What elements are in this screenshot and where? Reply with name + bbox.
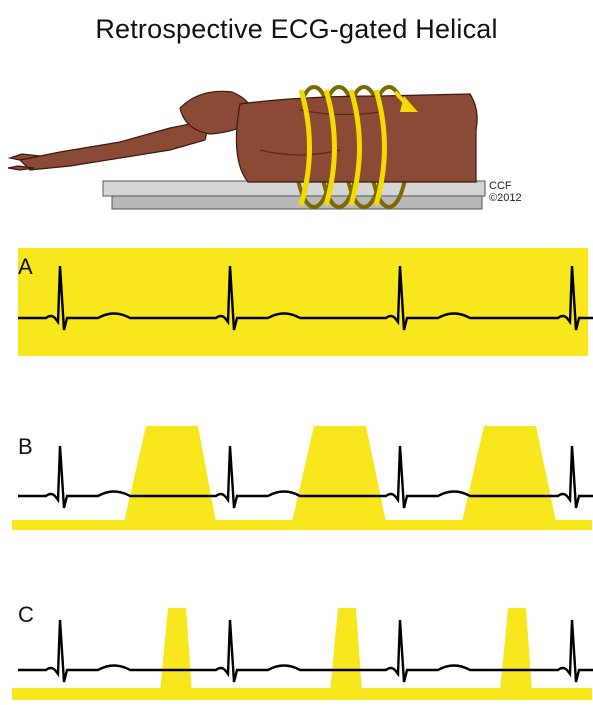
credit-line-2: ©2012 (489, 192, 522, 204)
exposure-window-c3 (500, 608, 532, 692)
panel-b: B (0, 410, 593, 530)
exposure-window-c1 (160, 608, 192, 692)
panel-a-graphic (0, 248, 593, 368)
panel-b-graphic (0, 410, 593, 530)
exposure-window-b1 (124, 426, 216, 522)
exposure-window-b2 (292, 426, 386, 522)
panel-c-graphic (0, 580, 593, 700)
panel-a-label: A (18, 254, 33, 280)
continuous-exposure-band (18, 248, 588, 356)
copyright-credit: CCF ©2012 (489, 180, 522, 204)
figure-title: Retrospective ECG-gated Helical (0, 14, 593, 45)
exposure-window-b3 (462, 426, 556, 522)
panel-c-label: C (18, 602, 34, 628)
scanner-table (103, 181, 485, 209)
panel-b-label: B (18, 434, 33, 460)
panel-c: C (0, 580, 593, 700)
panel-a: A (0, 248, 593, 368)
exposure-window-c2 (330, 608, 362, 692)
credit-line-1: CCF (489, 180, 522, 192)
